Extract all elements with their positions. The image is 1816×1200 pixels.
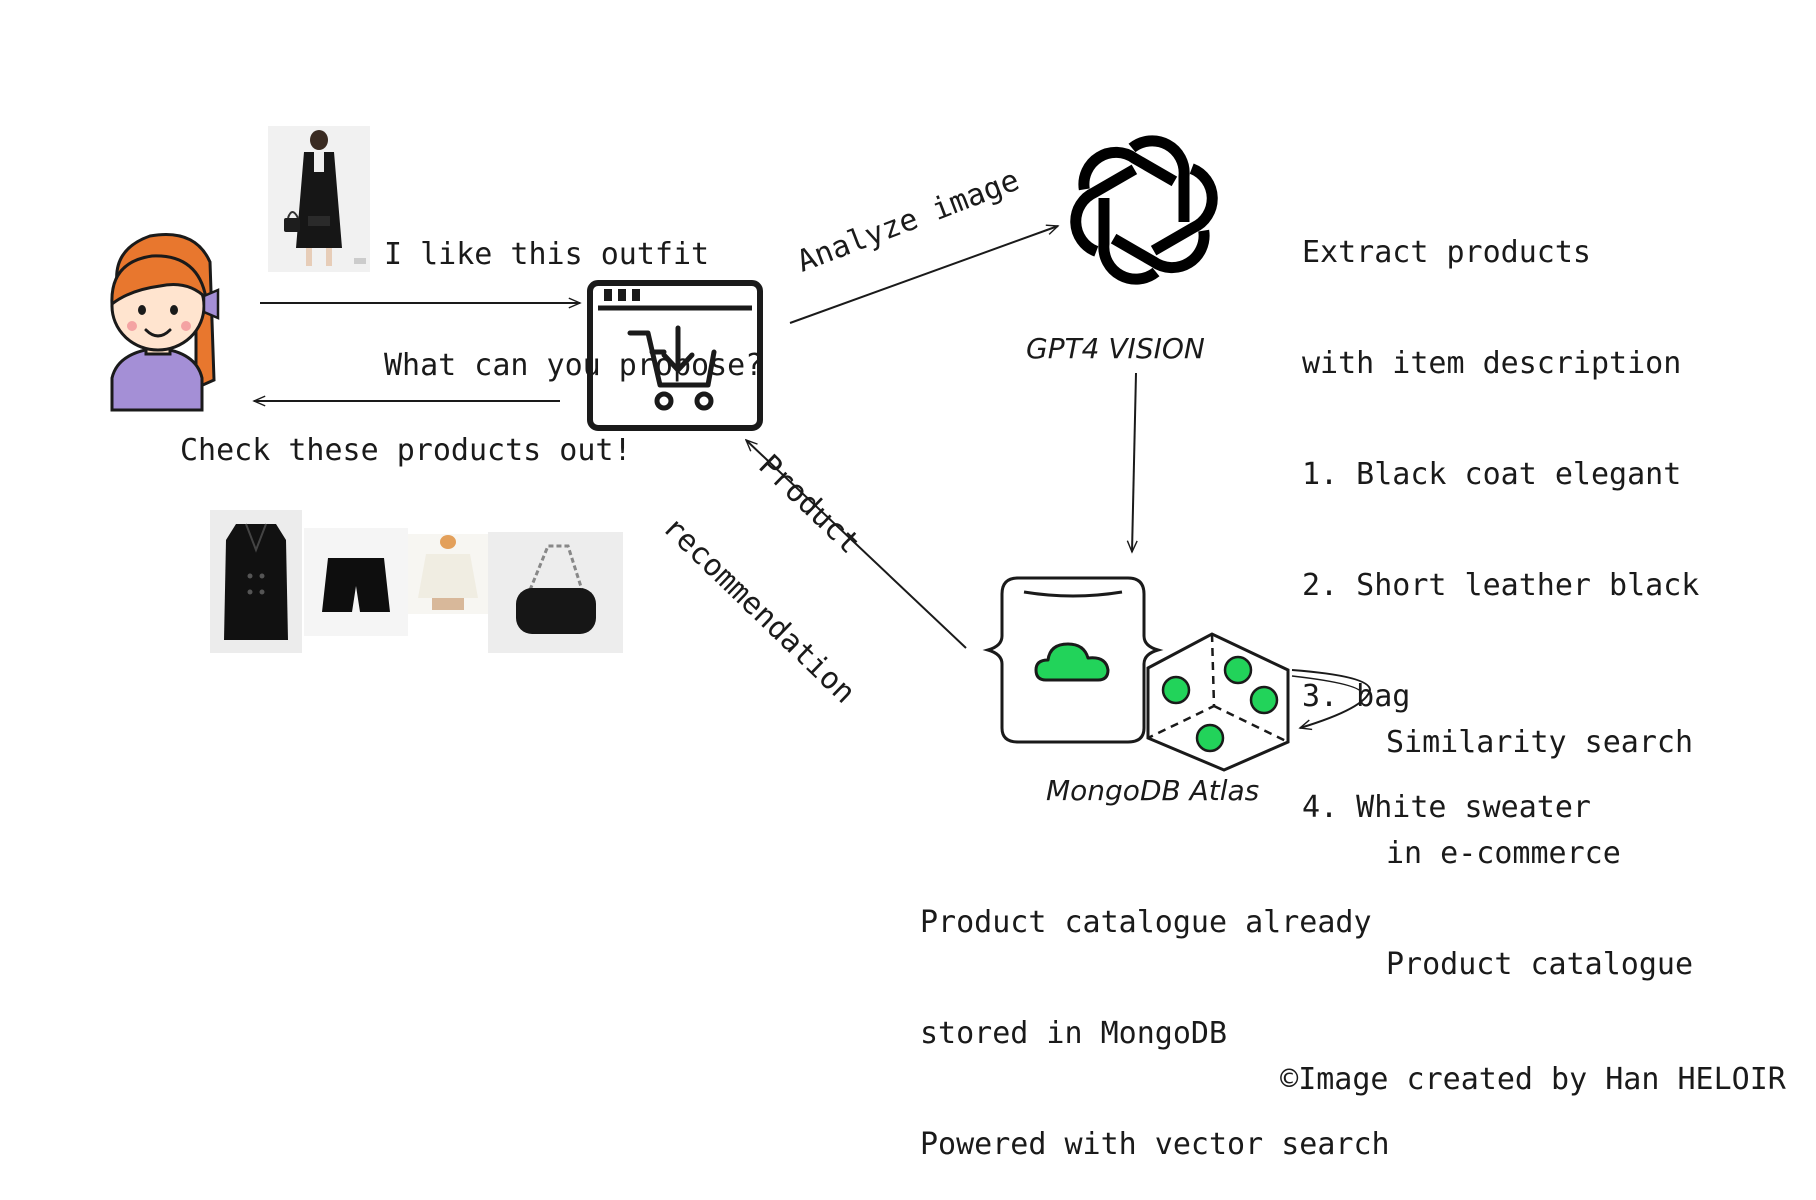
catalogue-description-text: Product catalogue already stored in Mong… (920, 830, 1390, 1200)
coat-outfit-illustration (284, 130, 366, 266)
shopping-cart-browser-icon (587, 280, 763, 431)
extract-line-3: 2. Short leather black (1302, 568, 1700, 603)
user-prompt-line2: What can you propose? (384, 348, 764, 383)
extract-line-5: 4. White sweater (1302, 790, 1591, 825)
user-prompt-line1: I like this outfit (384, 237, 710, 272)
extract-line-4: 3. bag (1302, 679, 1411, 714)
extract-products-list: Extract products with item description 1… (1302, 160, 1699, 863)
product-photo-coat (210, 510, 302, 653)
credit-text: Image created by Han HELOIR (1298, 1062, 1786, 1097)
similarity-line-2: Product catalogue (1386, 947, 1694, 982)
similarity-search-text: Similarity search in e-commerce Product … (1386, 650, 1693, 1020)
catalogue-line-0: Product catalogue already (920, 905, 1372, 940)
extract-line-2: 1. Black coat elegant (1302, 457, 1682, 492)
copyright-icon: © (1280, 1062, 1299, 1097)
image-credit: ©Image created by Han HELOIR (1244, 1024, 1786, 1098)
response-text: Check these products out! (180, 433, 632, 468)
arrow-gpt-to-mongodb (1132, 372, 1136, 552)
arrow-similarity-to-cube (1291, 669, 1372, 728)
arrow-mongodb-to-shop (746, 440, 967, 649)
white-sweater-illustration (418, 535, 478, 610)
similarity-line-1: in e-commerce (1386, 836, 1621, 871)
cloud-icon (1034, 642, 1110, 682)
openai-logo-icon (1070, 135, 1218, 285)
product-photo-shorts (304, 528, 408, 636)
black-bag-illustration (516, 544, 596, 634)
similarity-line-0: Similarity search (1386, 725, 1694, 760)
outfit-photo (268, 126, 370, 272)
product-photo-sweater (408, 534, 488, 614)
user-prompt-text: I like this outfit What can you propose? (384, 162, 763, 421)
diagram-canvas (110, 135, 1372, 772)
black-coat-illustration (224, 523, 288, 640)
black-shorts-illustration (322, 558, 390, 612)
arrow-shop-to-gpt (789, 226, 1058, 324)
gpt-vision-label: GPT4 VISION (1026, 332, 1205, 365)
mongodb-atlas-label: MongoDB Atlas (1046, 774, 1260, 807)
catalogue-line-1: stored in MongoDB (920, 1016, 1228, 1051)
vector-cube-icon (1146, 632, 1290, 772)
user-avatar-icon (110, 233, 220, 412)
product-photo-bag (488, 532, 623, 653)
extract-line-1: with item description (1302, 346, 1682, 381)
catalogue-line-2: Powered with vector search (920, 1127, 1390, 1162)
extract-line-0: Extract products (1302, 235, 1591, 270)
